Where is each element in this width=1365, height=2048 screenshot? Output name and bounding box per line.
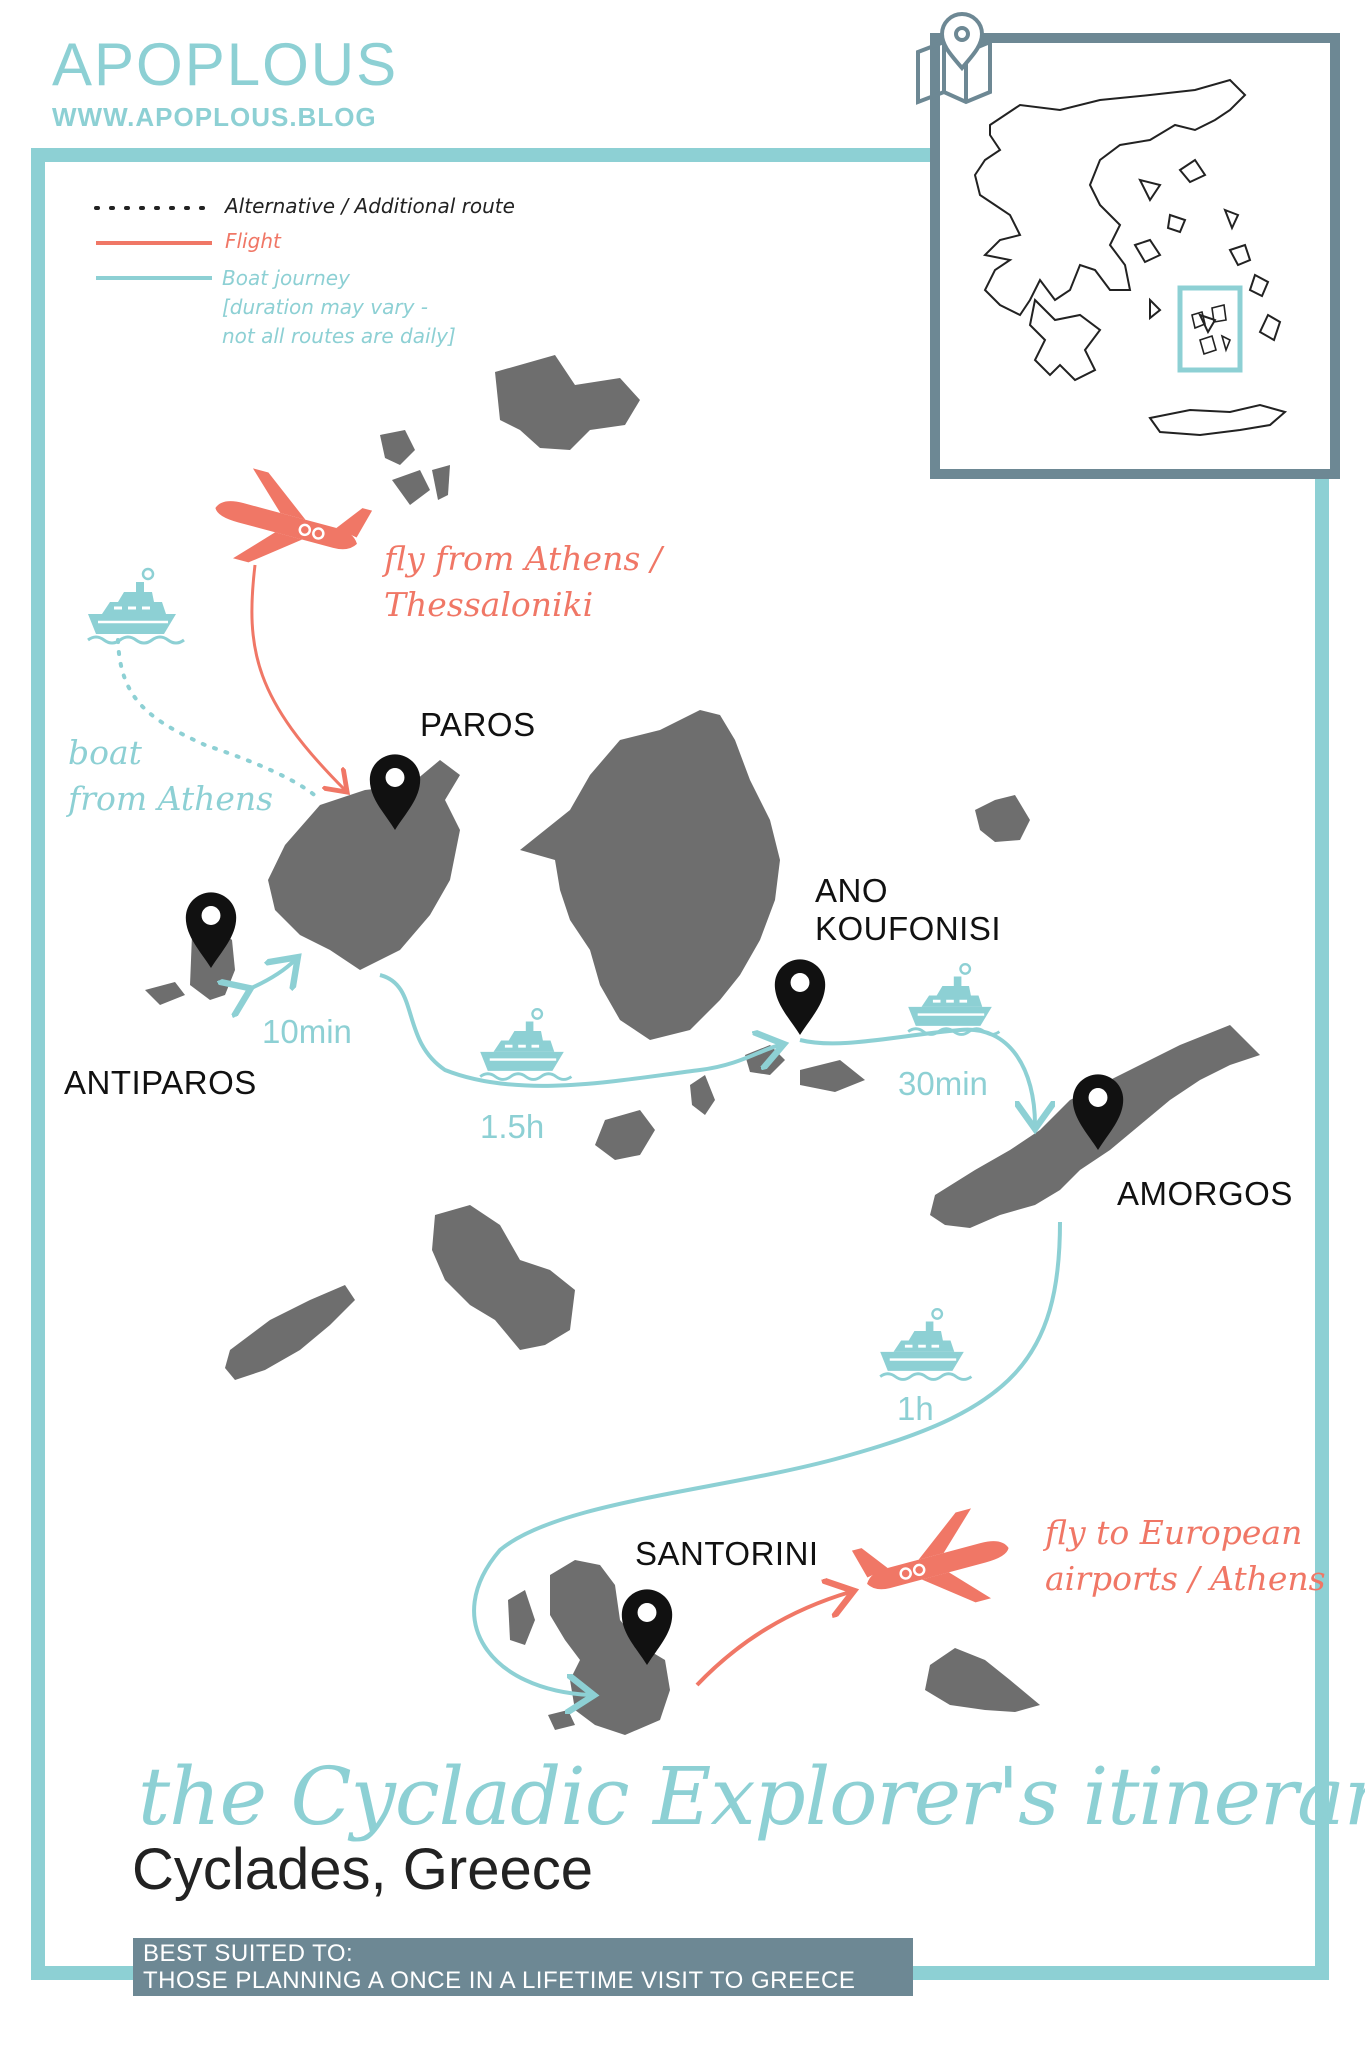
route-alt-boat-from-athens (116, 638, 322, 802)
island-paros (268, 760, 460, 970)
legend-boat-line-1: Boat journey (222, 266, 350, 290)
folded-map-icon (916, 12, 992, 105)
route-flight-to-paros (250, 564, 345, 790)
itinerary-subtitle: Cyclades, Greece (132, 1837, 593, 1902)
note-boat-from: boat from Athens (68, 730, 273, 822)
island-donousa (975, 795, 1030, 842)
note-fly-from-line-1: fly from Athens / (384, 539, 662, 578)
duration-koufonisi-amorgos: 30min (898, 1065, 988, 1102)
island-keros (800, 1060, 865, 1092)
label-santorini: SANTORINI (635, 1535, 819, 1572)
legend-boat-line-3: not all routes are daily] (222, 324, 456, 348)
note-boat-from-line-2: from Athens (68, 779, 274, 818)
airplane-icon (848, 1500, 1022, 1632)
airplane-icon (202, 460, 376, 592)
note-boat-from-line-1: boat (68, 733, 142, 772)
island-schinoussa (595, 1110, 655, 1160)
island-antiparos-small (145, 982, 185, 1005)
note-fly-from-line-2: Thessaloniki (384, 585, 594, 624)
island-naxos (520, 710, 780, 1040)
route-koufonisi-amorgos (799, 1027, 1035, 1125)
island-christiana (548, 1710, 575, 1730)
routes (116, 564, 1062, 1695)
label-ano: ANO (815, 872, 889, 909)
island-north-small-1 (380, 430, 415, 465)
island-north (495, 355, 640, 450)
brand-url[interactable]: WWW.APOPLOUS.BLOG (52, 102, 377, 132)
greece-inset-map (973, 78, 1288, 437)
inset-frame (930, 33, 1340, 479)
note-fly-from: fly from Athens / Thessaloniki (384, 536, 662, 628)
ship-icon (878, 1307, 973, 1381)
note-fly-to-line-2: airports / Athens (1045, 1559, 1326, 1598)
legend-boat-label: Boat journey [duration may vary - not al… (222, 264, 456, 351)
label-paros: PAROS (420, 706, 536, 743)
label-antiparos: ANTIPAROS (64, 1064, 257, 1101)
best-suited-banner: BEST SUITED TO: THOSE PLANNING A ONCE IN… (133, 1938, 913, 1996)
note-fly-to: fly to European airports / Athens (1045, 1510, 1326, 1602)
island-small-cluster (690, 1075, 715, 1115)
legend-alternative-label: Alternative / Additional route (225, 194, 515, 218)
map-pin-icon (774, 959, 826, 1035)
legend-boat-line-2: [duration may vary - (222, 295, 428, 319)
ship-icon (478, 1007, 573, 1081)
note-fly-to-line-1: fly to European (1045, 1513, 1303, 1552)
brand-name: APOPLOUS (52, 31, 399, 98)
island-therasia (508, 1590, 535, 1645)
ship-icon (86, 567, 186, 645)
ship-icon (906, 962, 1001, 1036)
legend-flight-label: Flight (225, 229, 281, 253)
label-amorgos: AMORGOS (1117, 1175, 1293, 1212)
island-north-small-3 (432, 465, 450, 500)
island-ios (432, 1205, 575, 1350)
itinerary-title: the Cycladic Explorer's itinerary (138, 1750, 1365, 1843)
route-paros-koufonisi (379, 973, 780, 1088)
duration-paros-antiparos: 10min (262, 1013, 352, 1050)
island-anafi (925, 1648, 1040, 1712)
inset-highlight-box (1177, 285, 1243, 373)
legend (94, 206, 217, 280)
best-suited-value: THOSE PLANNING A ONCE IN A LIFETIME VISI… (143, 1967, 856, 1994)
island-north-small-2 (392, 470, 430, 505)
route-amorgos-santorini (472, 1221, 1062, 1695)
island-sikinos (225, 1285, 355, 1380)
route-paros-antiparos (247, 960, 295, 990)
route-flight-from-santorini (695, 1592, 850, 1687)
label-koufonisi: KOUFONISI (815, 910, 1002, 947)
best-suited-label: BEST SUITED TO: (143, 1940, 354, 1967)
duration-amorgos-santorini: 1h (897, 1390, 934, 1427)
duration-paros-koufonisi: 1.5h (480, 1108, 545, 1145)
